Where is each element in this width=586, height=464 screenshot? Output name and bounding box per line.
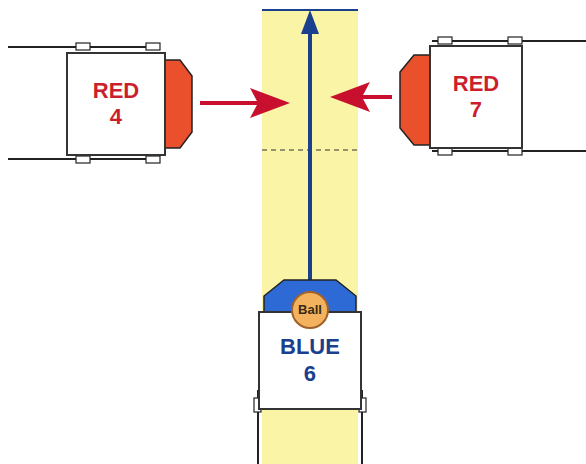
wheel-lines: [8, 41, 586, 464]
ball-circle: Ball: [291, 291, 329, 329]
player-label: RED 7: [453, 71, 499, 124]
chair-bumper: [400, 55, 430, 145]
player-label: BLUE 6: [280, 334, 340, 387]
chair-bumper: [165, 60, 192, 148]
player-chair: RED 4: [66, 52, 166, 156]
movement-arrow: [308, 30, 312, 282]
movement-arrow: [200, 101, 265, 105]
ball-label: Ball: [298, 302, 322, 318]
arrow-head: [301, 10, 319, 34]
player-chair: RED 7: [429, 45, 523, 149]
arrow-head: [250, 88, 290, 118]
arrow-head: [330, 82, 370, 112]
player-label: RED 4: [93, 78, 139, 131]
